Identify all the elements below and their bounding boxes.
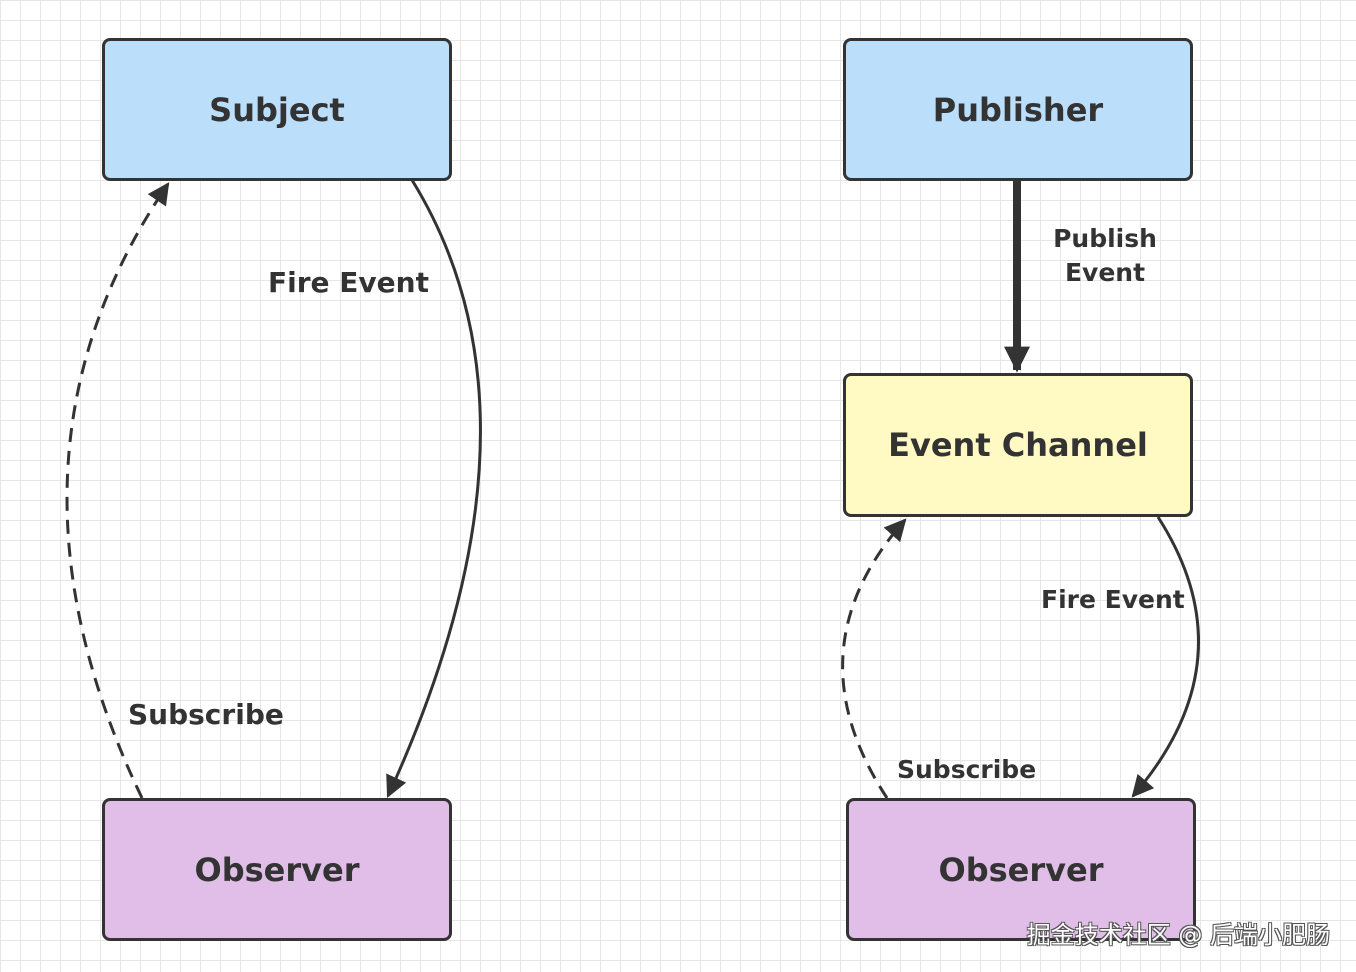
subject-node: Subject	[102, 38, 452, 181]
publisher-label: Publisher	[932, 90, 1104, 129]
publish-event-label-line1: Publish	[1053, 224, 1157, 253]
fire-event-arrow-right	[1131, 516, 1200, 798]
subject-label: Subject	[209, 90, 345, 129]
subscribe-label-left: Subscribe	[128, 698, 284, 731]
fire-event-label-left: Fire Event	[268, 266, 429, 299]
observer-node-right: Observer	[846, 798, 1196, 941]
subscribe-label-right: Subscribe	[897, 755, 1037, 784]
observer-label-left: Observer	[194, 850, 360, 889]
event-channel-label: Event Channel	[888, 426, 1148, 464]
watermark: 掘金技术社区 @ 后端小肥肠	[1026, 921, 1330, 949]
fire-event-label-right: Fire Event	[1041, 585, 1185, 614]
publish-event-label: Publish Event	[1050, 222, 1160, 290]
publish-event-label-line2: Event	[1064, 258, 1146, 287]
subscribe-arrow-right	[841, 518, 907, 799]
event-channel-node: Event Channel	[843, 373, 1193, 517]
observer-label-right: Observer	[938, 850, 1104, 889]
publisher-node: Publisher	[843, 38, 1193, 181]
observer-node-left: Observer	[102, 798, 452, 941]
